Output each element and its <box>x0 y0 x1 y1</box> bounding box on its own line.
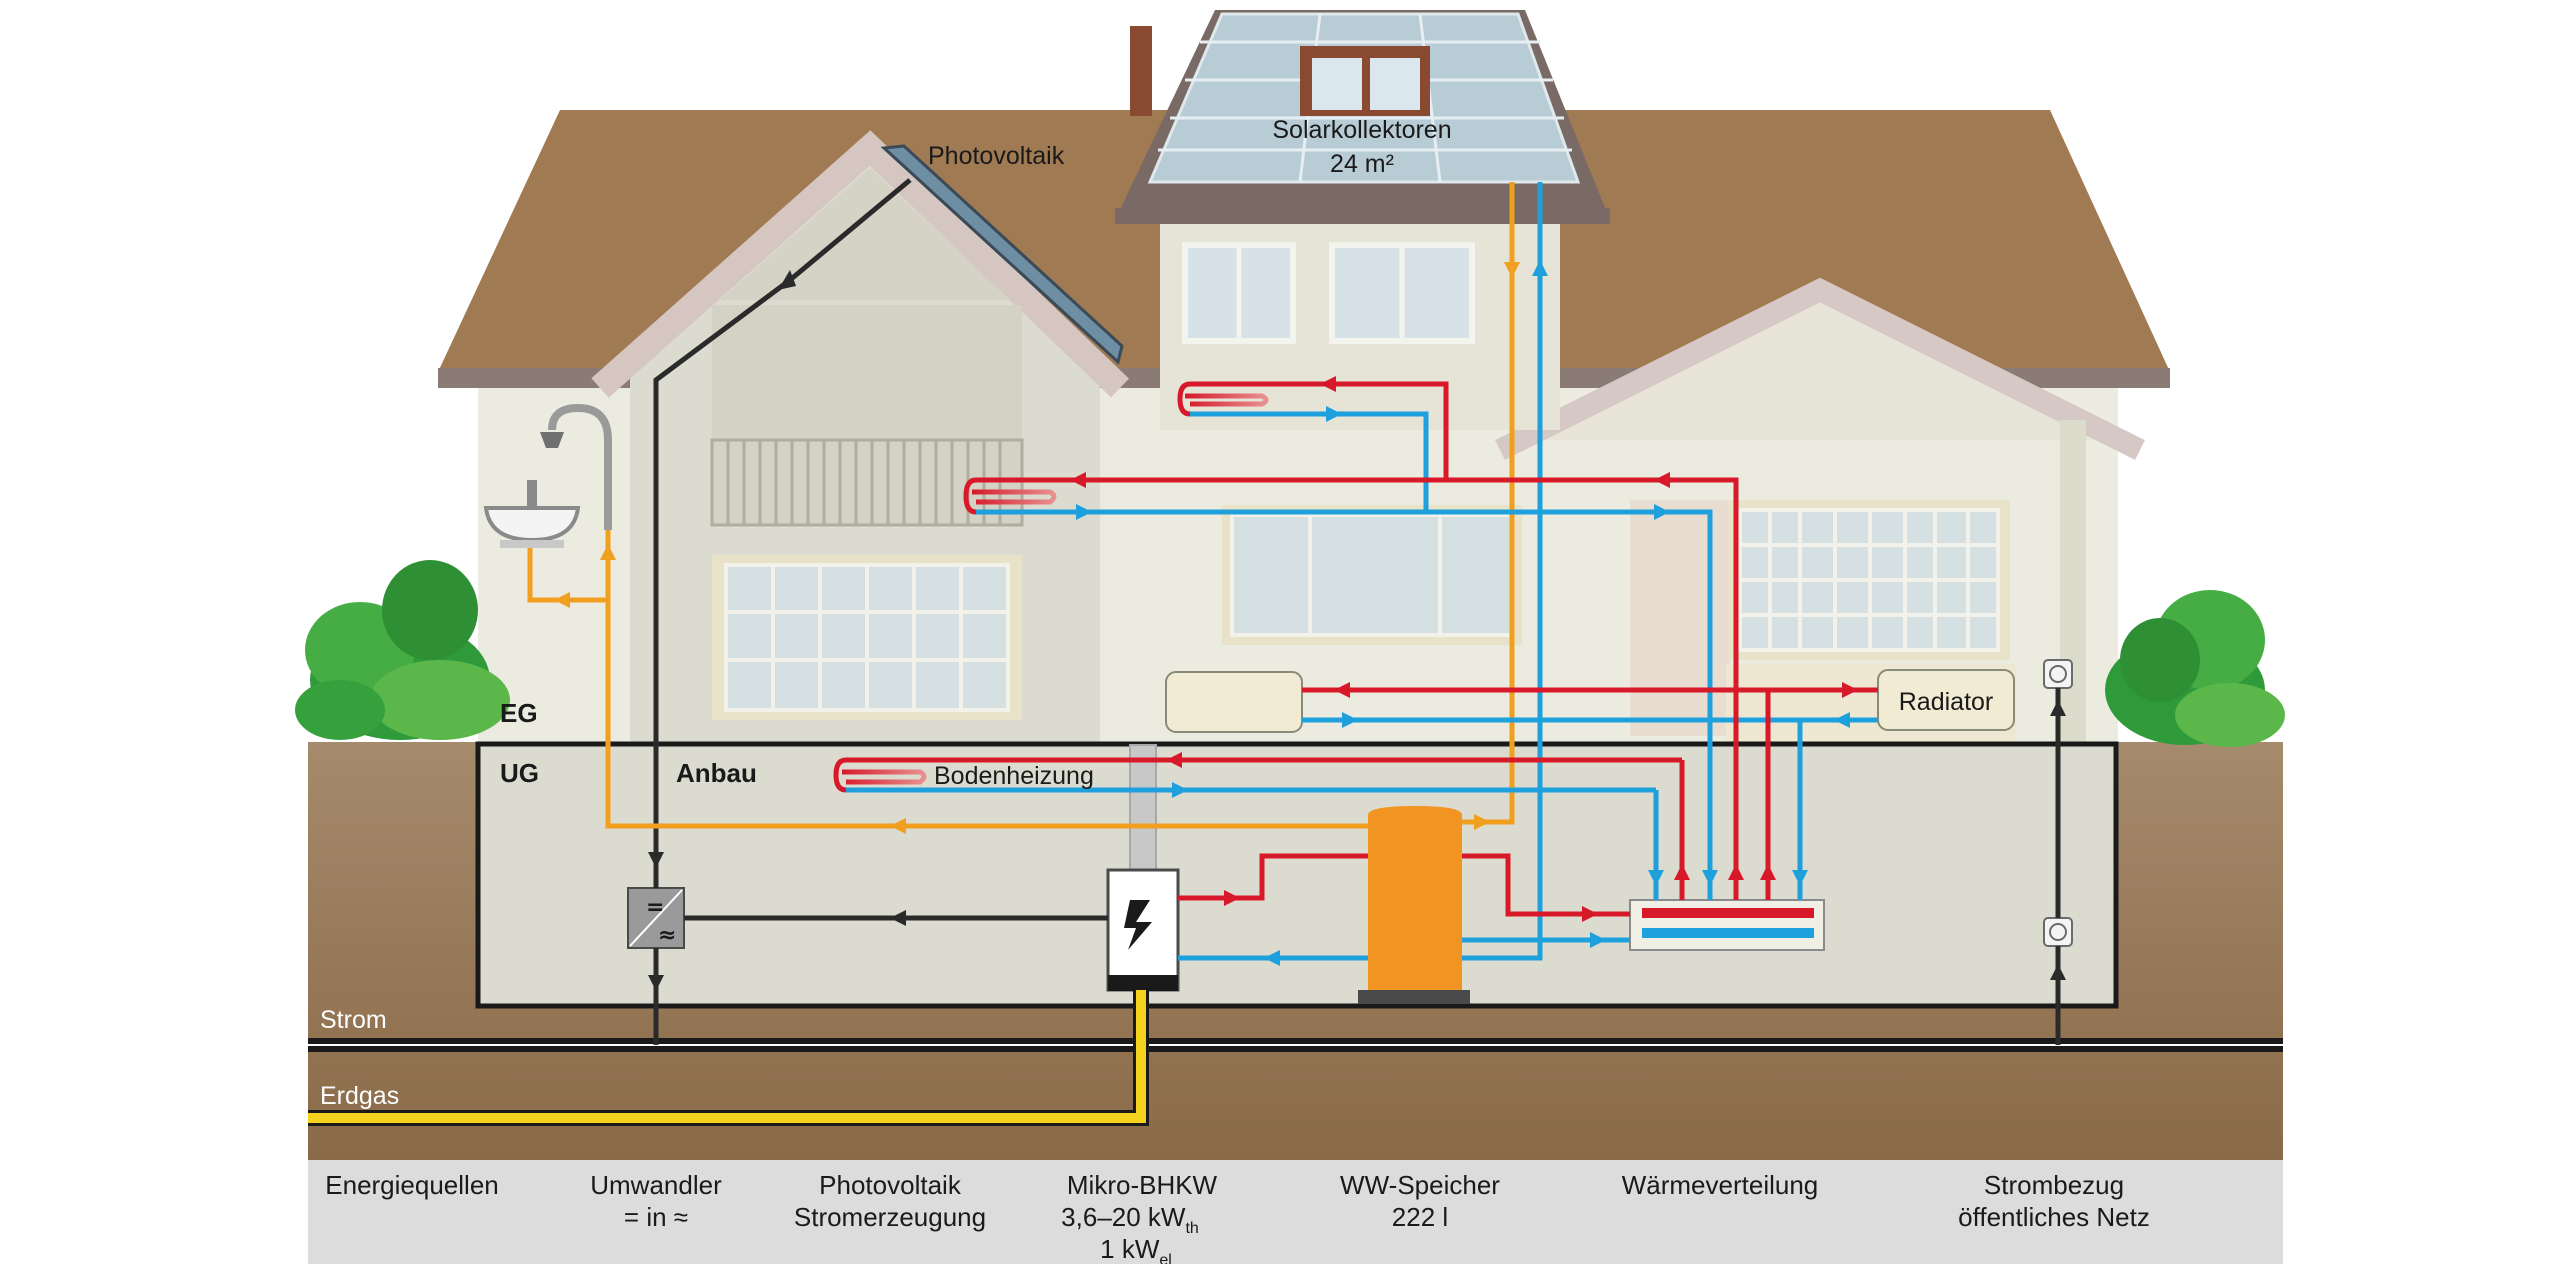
roof-window-pane-left <box>1312 58 1362 110</box>
inverter-dc-symbol: = <box>646 895 664 920</box>
photovoltaik-panel <box>880 144 1124 365</box>
floor-coil-balcony <box>963 477 977 515</box>
photovoltaik-label: Photovoltaik <box>928 142 1065 170</box>
roof-window-pane-right <box>1370 58 1420 110</box>
lightning-icon <box>1124 900 1152 950</box>
eg-label: EG <box>500 698 538 728</box>
caption-netz-line2: öffentliches Netz <box>1958 1202 2150 1232</box>
chimney <box>1130 26 1152 116</box>
balcony-back <box>712 305 1022 525</box>
solar-title-label: Solarkollektoren <box>1272 116 1451 144</box>
caption-pv-line2: Stromerzeugung <box>794 1202 986 1232</box>
caption-ww-line1: WW-Speicher <box>1340 1170 1500 1200</box>
dormer-eave <box>1115 208 1610 224</box>
caption-umwandler-line2: = in ≈ <box>624 1202 688 1232</box>
caption-bhkw-line2: 3,6–20 kWth <box>1061 1202 1199 1237</box>
bush-right <box>2105 590 2285 747</box>
bhkw-flue <box>1129 744 1157 871</box>
hot-water-lines <box>846 381 1878 917</box>
socket-icon <box>2043 659 2073 689</box>
erdgas-label: Erdgas <box>320 1082 399 1110</box>
inverter-ac-symbol: ≈ <box>658 923 676 948</box>
caption-bhkw-line3: 1 kWel <box>1100 1234 1172 1264</box>
bodenheizung-label: Bodenheizung <box>934 762 1094 790</box>
anbau-inner-gable <box>720 168 1010 300</box>
caption-bhkw-line1: Mikro-BHKW <box>1067 1170 1218 1200</box>
cold-water-lines <box>846 182 1878 961</box>
wall-radiator-left <box>1165 671 1303 733</box>
caption-band <box>308 1160 2283 1264</box>
caption-bhkw-electric-sub: el <box>1159 1252 1171 1264</box>
right-doorway <box>1630 500 1730 736</box>
floor-coil-dormer <box>1177 381 1191 417</box>
caption-bhkw-electric: 1 kW <box>1100 1234 1160 1264</box>
solar-circuit <box>527 182 1515 829</box>
caption-bhkw-thermal-sub: th <box>1185 1220 1198 1237</box>
ww-speicher-tank <box>1368 806 1462 990</box>
caption-energiequellen: Energiequellen <box>325 1170 498 1200</box>
floor-coil-bodenheizung <box>833 757 847 793</box>
ug-label: UG <box>500 758 539 788</box>
anbau-gable-trim <box>591 130 1130 398</box>
right-wing-column <box>2060 420 2086 742</box>
caption-waerme: Wärmeverteilung <box>1622 1170 1819 1200</box>
heat-manifold <box>1629 899 1825 951</box>
strom-label: Strom <box>320 1006 387 1034</box>
bush-left <box>295 560 510 740</box>
solar-area-label: 24 m² <box>1330 150 1394 178</box>
socket-icon-basement <box>2043 917 2073 947</box>
hot-arrows <box>1070 376 1858 922</box>
right-gable <box>1500 290 2140 440</box>
radiator <box>1877 669 2015 731</box>
caption-netz-line1: Strombezug <box>1984 1170 2124 1200</box>
caption-bhkw-thermal: 3,6–20 kW <box>1061 1202 1186 1232</box>
caption-ww-line2: 222 l <box>1392 1202 1448 1232</box>
cold-arrows <box>1076 260 1850 966</box>
anbau-label: Anbau <box>676 758 757 788</box>
radiator-label: Radiator <box>1899 688 1994 716</box>
caption-umwandler-line1: Umwandler <box>590 1170 722 1200</box>
caption-pv-line1: Photovoltaik <box>819 1170 962 1200</box>
right-gable-trim <box>1495 277 2145 460</box>
electric-arrows <box>648 270 2066 991</box>
shower-icon <box>548 403 612 530</box>
solar-arrows <box>554 262 1520 834</box>
